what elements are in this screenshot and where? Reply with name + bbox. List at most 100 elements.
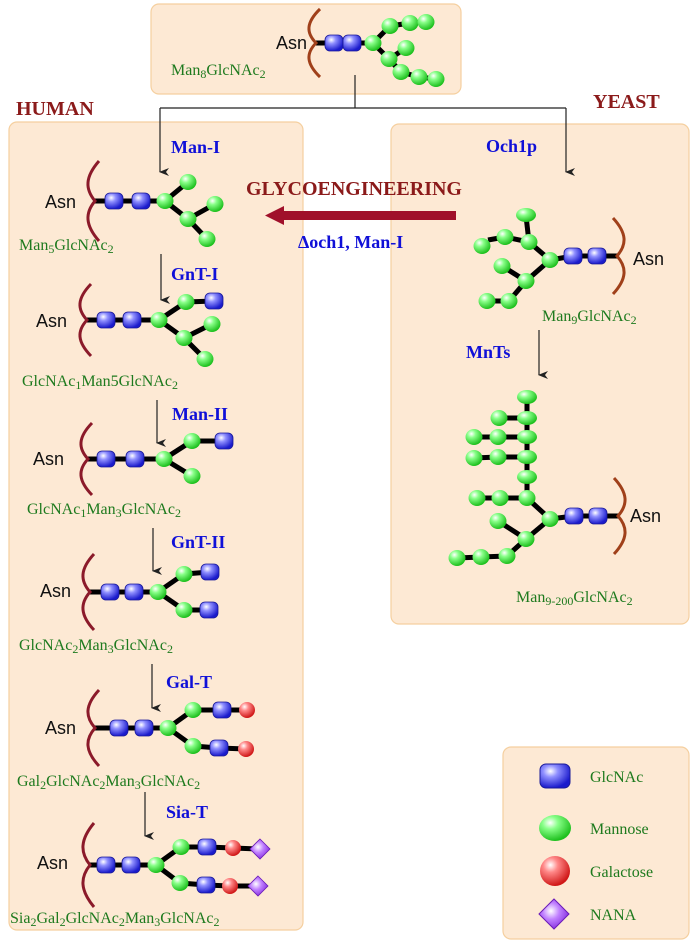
mannose-icon [155, 451, 173, 467]
legend-item-galactose: Galactose [540, 856, 653, 886]
glcnac-icon [96, 856, 116, 874]
protein-chain-icon [611, 216, 626, 296]
glycan-glcnac1man3glcnac2 [79, 421, 234, 497]
enzyme-mnts: MnTs [466, 342, 510, 362]
glycan-man9glcnac2 [473, 208, 626, 309]
mannose-icon [175, 602, 193, 618]
mannose-icon [517, 470, 537, 484]
mannose-icon [380, 51, 398, 67]
mannose-icon [490, 410, 508, 426]
enzyme-sia-t: Sia-T [166, 802, 208, 822]
glycan-man5glcnac2 [86, 160, 224, 247]
label-glcnac2man3glcnac2: GlcNAc2Man3GlcNAc2 [19, 637, 173, 656]
mannose-icon [410, 69, 428, 85]
glcnac-icon [125, 450, 145, 468]
asn-label-top: Asn [276, 33, 307, 53]
galactose-icon [238, 741, 254, 757]
mannose-icon [473, 238, 491, 254]
mannose-icon [171, 875, 189, 891]
glcnac-icon [197, 838, 217, 856]
protein-chain-icon [81, 822, 96, 908]
galactose-icon [239, 702, 255, 718]
glcnac-icon [342, 34, 362, 52]
mannose-icon [539, 815, 571, 841]
legend-item-mannose: Mannose [539, 815, 649, 841]
mannose-icon [498, 548, 516, 564]
legend-label-galactose: Galactose [590, 864, 653, 881]
mannose-icon [184, 738, 202, 754]
mannose-icon [500, 293, 518, 309]
glcnac-icon [209, 739, 229, 757]
legend-panel [502, 746, 690, 940]
mannose-icon [518, 490, 536, 506]
glycan-glcnac2man3glcnac2 [81, 552, 220, 632]
mannose-icon [417, 14, 435, 30]
label-glcnac1man5glcnac2: GlcNAc1Man5GlcNAc2 [22, 373, 178, 392]
glcnac-icon [131, 192, 151, 210]
glycan-sia2gal2glcnac2man3glcnac2 [81, 822, 271, 908]
glcnac-icon [212, 701, 232, 719]
glcnac-icon [204, 292, 224, 310]
glcnac-icon [588, 507, 608, 525]
legend-label-mannose: Mannose [590, 821, 649, 838]
glcnac-icon [121, 856, 141, 874]
mannose-icon [517, 531, 535, 547]
asn-label-6: Asn [37, 853, 68, 873]
mannose-icon [517, 430, 537, 444]
glcnac-icon [199, 601, 219, 619]
enzyme-gal-t: Gal-T [166, 672, 212, 692]
asn-label-5: Asn [45, 718, 76, 738]
glcnac-icon [564, 507, 584, 525]
glcnac-icon [324, 34, 344, 52]
protein-chain-icon [86, 160, 101, 242]
label-man9-200glcnac2: Man9-200GlcNAc2 [516, 589, 633, 608]
enzyme-gnt-i: GnT-I [171, 264, 218, 284]
mannose-icon [150, 312, 168, 328]
galactose-icon [540, 856, 570, 886]
protein-chain-icon [307, 7, 322, 79]
nana-icon [538, 898, 570, 930]
mannose-icon [472, 549, 490, 565]
glcnac-icon [134, 719, 154, 737]
galactose-icon [225, 840, 241, 856]
protein-chain-icon [81, 552, 96, 632]
glcnac-icon [196, 876, 216, 894]
mannose-icon [448, 550, 466, 566]
glycan-gal2glcnac2man3glcnac2 [86, 688, 255, 768]
mannose-icon [198, 231, 216, 247]
glycoengineering-subtitle: Δoch1, Man-I [298, 232, 403, 252]
mannose-icon [179, 174, 197, 190]
label-sia2gal2glcnac2man3glcnac2: Sia2Gal2GlcNAc2Man3GlcNAc2 [10, 910, 220, 929]
mannose-icon [392, 64, 410, 80]
mannose-icon [478, 293, 496, 309]
glcnac-icon [563, 247, 583, 265]
mannose-icon [468, 490, 486, 506]
mannose-icon [175, 330, 193, 346]
glycan-glcnac1man5glcnac2 [78, 282, 224, 367]
mannose-icon [489, 429, 507, 445]
protein-chain-icon [86, 688, 101, 768]
step-arrows [144, 254, 548, 840]
glcnac-icon [200, 563, 220, 581]
enzyme-gnt-ii: GnT-II [171, 532, 225, 552]
label-man9glcnac2: Man9GlcNAc2 [542, 308, 637, 327]
mannose-icon [517, 390, 537, 404]
mannose-icon [147, 857, 165, 873]
mannose-icon [159, 720, 177, 736]
mannose-icon [520, 234, 538, 250]
glcnac-icon [100, 583, 120, 601]
asn-label-4: Asn [40, 581, 71, 601]
mannose-icon [427, 71, 445, 87]
mannose-icon [491, 490, 509, 506]
mannose-icon [541, 252, 559, 268]
mannose-icon [493, 258, 511, 274]
mannose-icon [489, 449, 507, 465]
legend-label-nana: NANA [590, 907, 637, 924]
legend-item-nana: NANA [538, 898, 637, 930]
glcnac-icon [96, 450, 116, 468]
mannose-icon [172, 839, 190, 855]
asn-label-1: Asn [45, 192, 76, 212]
legend-label-glcnac: GlcNAc [590, 769, 643, 786]
protein-chain-icon [79, 421, 94, 497]
